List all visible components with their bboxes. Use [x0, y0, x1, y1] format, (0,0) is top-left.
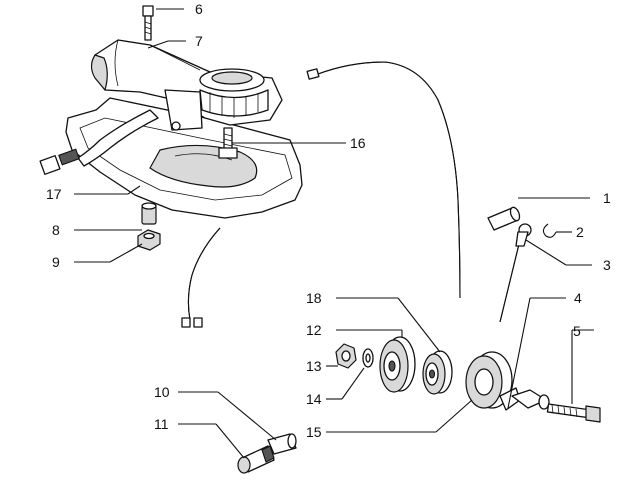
callout-14: 14 [306, 391, 322, 407]
long-cable [306, 61, 461, 299]
part-5-bolt [546, 403, 601, 423]
part-14-washer [362, 348, 374, 368]
callout-7: 7 [195, 33, 203, 49]
part-7-motor-housing [90, 39, 283, 131]
leader-3 [525, 239, 567, 266]
callout-13: 13 [306, 358, 322, 374]
callout-8: 8 [52, 222, 60, 238]
callout-5: 5 [573, 323, 581, 339]
callout-16: 16 [350, 135, 366, 151]
callout-3: 3 [603, 257, 611, 273]
part-8-bushing [141, 202, 157, 225]
leader-lines [74, 8, 594, 459]
part-3-rod [499, 223, 532, 323]
part-9-nut [137, 229, 161, 251]
callout-10: 10 [154, 384, 170, 400]
leader-7 [147, 40, 169, 49]
part-2-clip [542, 223, 557, 238]
callout-17: 17 [46, 186, 62, 202]
leader-4 [507, 297, 531, 409]
part-13-nut [335, 343, 357, 369]
part-12-pulley [379, 336, 416, 393]
part-16-screw [218, 127, 238, 159]
callout-2: 2 [576, 224, 584, 240]
callout-labels: 6 7 16 1 2 3 17 8 9 4 18 5 12 13 14 10 1… [46, 1, 611, 440]
callout-1: 1 [603, 190, 611, 206]
callout-15: 15 [306, 424, 322, 440]
part-1-pin [487, 206, 521, 231]
callout-4: 4 [574, 290, 582, 306]
part-15-flange [465, 351, 521, 411]
leader-17 [127, 185, 141, 195]
callout-18: 18 [306, 290, 322, 306]
callout-11: 11 [154, 416, 169, 432]
part-18-pulley [422, 350, 453, 395]
callout-12: 12 [306, 322, 322, 338]
part-4-sleeve [511, 389, 550, 410]
part-11-fitting [237, 445, 275, 474]
part-6-screw [142, 5, 154, 41]
left-hose-connector [39, 109, 159, 175]
wire-harness [181, 227, 221, 328]
callout-6: 6 [195, 1, 203, 17]
callout-9: 9 [52, 254, 60, 270]
